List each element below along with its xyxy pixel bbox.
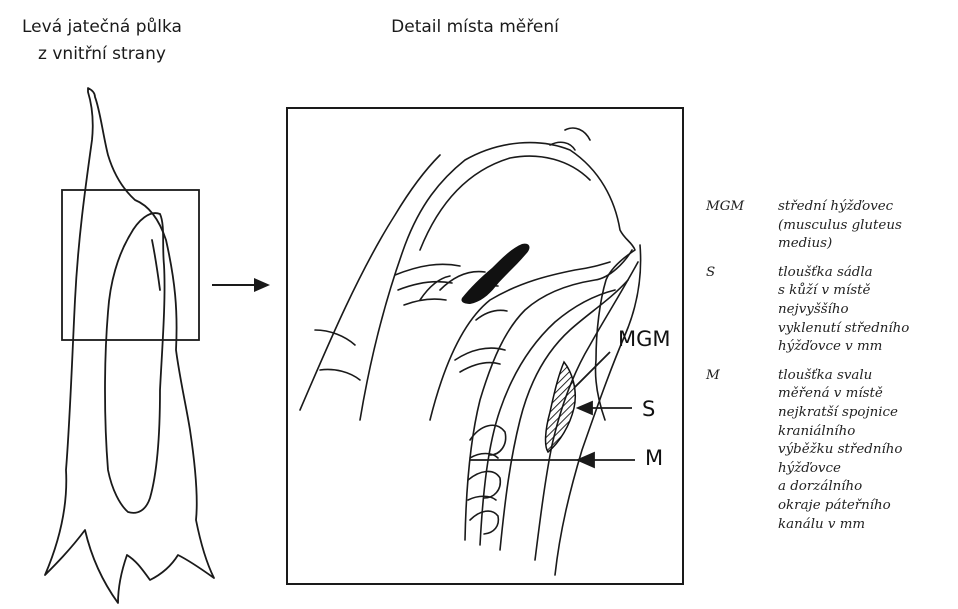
carcass-muscle-outline bbox=[105, 213, 165, 513]
detail-anatomy-lines bbox=[300, 128, 641, 575]
legend-desc-line: měřená v místě bbox=[778, 385, 956, 404]
legend-desc-line: medius) bbox=[778, 235, 956, 254]
s-label: S bbox=[642, 397, 655, 421]
legend-item-m: M tloušťka svalu měřená v místě nejkratš… bbox=[706, 367, 956, 534]
legend: MGM střední hýžďovec (musculus gluteus m… bbox=[706, 198, 956, 544]
legend-item-s: S tloušťka sádla s kůží v místě nejvyšší… bbox=[706, 264, 956, 357]
legend-desc-line: a dorzálního bbox=[778, 478, 956, 497]
dark-tissue-patch bbox=[461, 244, 529, 304]
legend-desc-line: vyklenutí středního bbox=[778, 320, 956, 339]
legend-desc-line: střední hýžďovec bbox=[778, 198, 956, 217]
legend-desc-line: (musculus gluteus bbox=[778, 217, 956, 236]
mgm-label: MGM bbox=[618, 327, 671, 351]
legend-desc-line: hýžďovce v mm bbox=[778, 338, 956, 357]
legend-abbr: S bbox=[706, 264, 776, 283]
legend-desc-line: s kůží v místě bbox=[778, 282, 956, 301]
mgm-muscle-hatch bbox=[546, 362, 576, 452]
m-label: M bbox=[645, 446, 663, 470]
legend-desc-line: kraniálního bbox=[778, 423, 956, 442]
legend-desc-line: nejkratší spojnice bbox=[778, 404, 956, 423]
transition-arrow bbox=[212, 278, 270, 292]
legend-desc-line: kanálu v mm bbox=[778, 516, 956, 535]
legend-desc-line: tloušťka svalu bbox=[778, 367, 956, 386]
legend-abbr: M bbox=[706, 367, 776, 386]
legend-desc-line: hýžďovce bbox=[778, 460, 956, 479]
legend-desc-line: okraje páteřního bbox=[778, 497, 956, 516]
legend-desc-line: nejvyššího bbox=[778, 301, 956, 320]
legend-desc-line: výběžku středního bbox=[778, 441, 956, 460]
legend-item-mgm: MGM střední hýžďovec (musculus gluteus m… bbox=[706, 198, 956, 254]
legend-desc-line: tloušťka sádla bbox=[778, 264, 956, 283]
carcass-outline bbox=[45, 88, 214, 603]
legend-abbr: MGM bbox=[706, 198, 776, 217]
